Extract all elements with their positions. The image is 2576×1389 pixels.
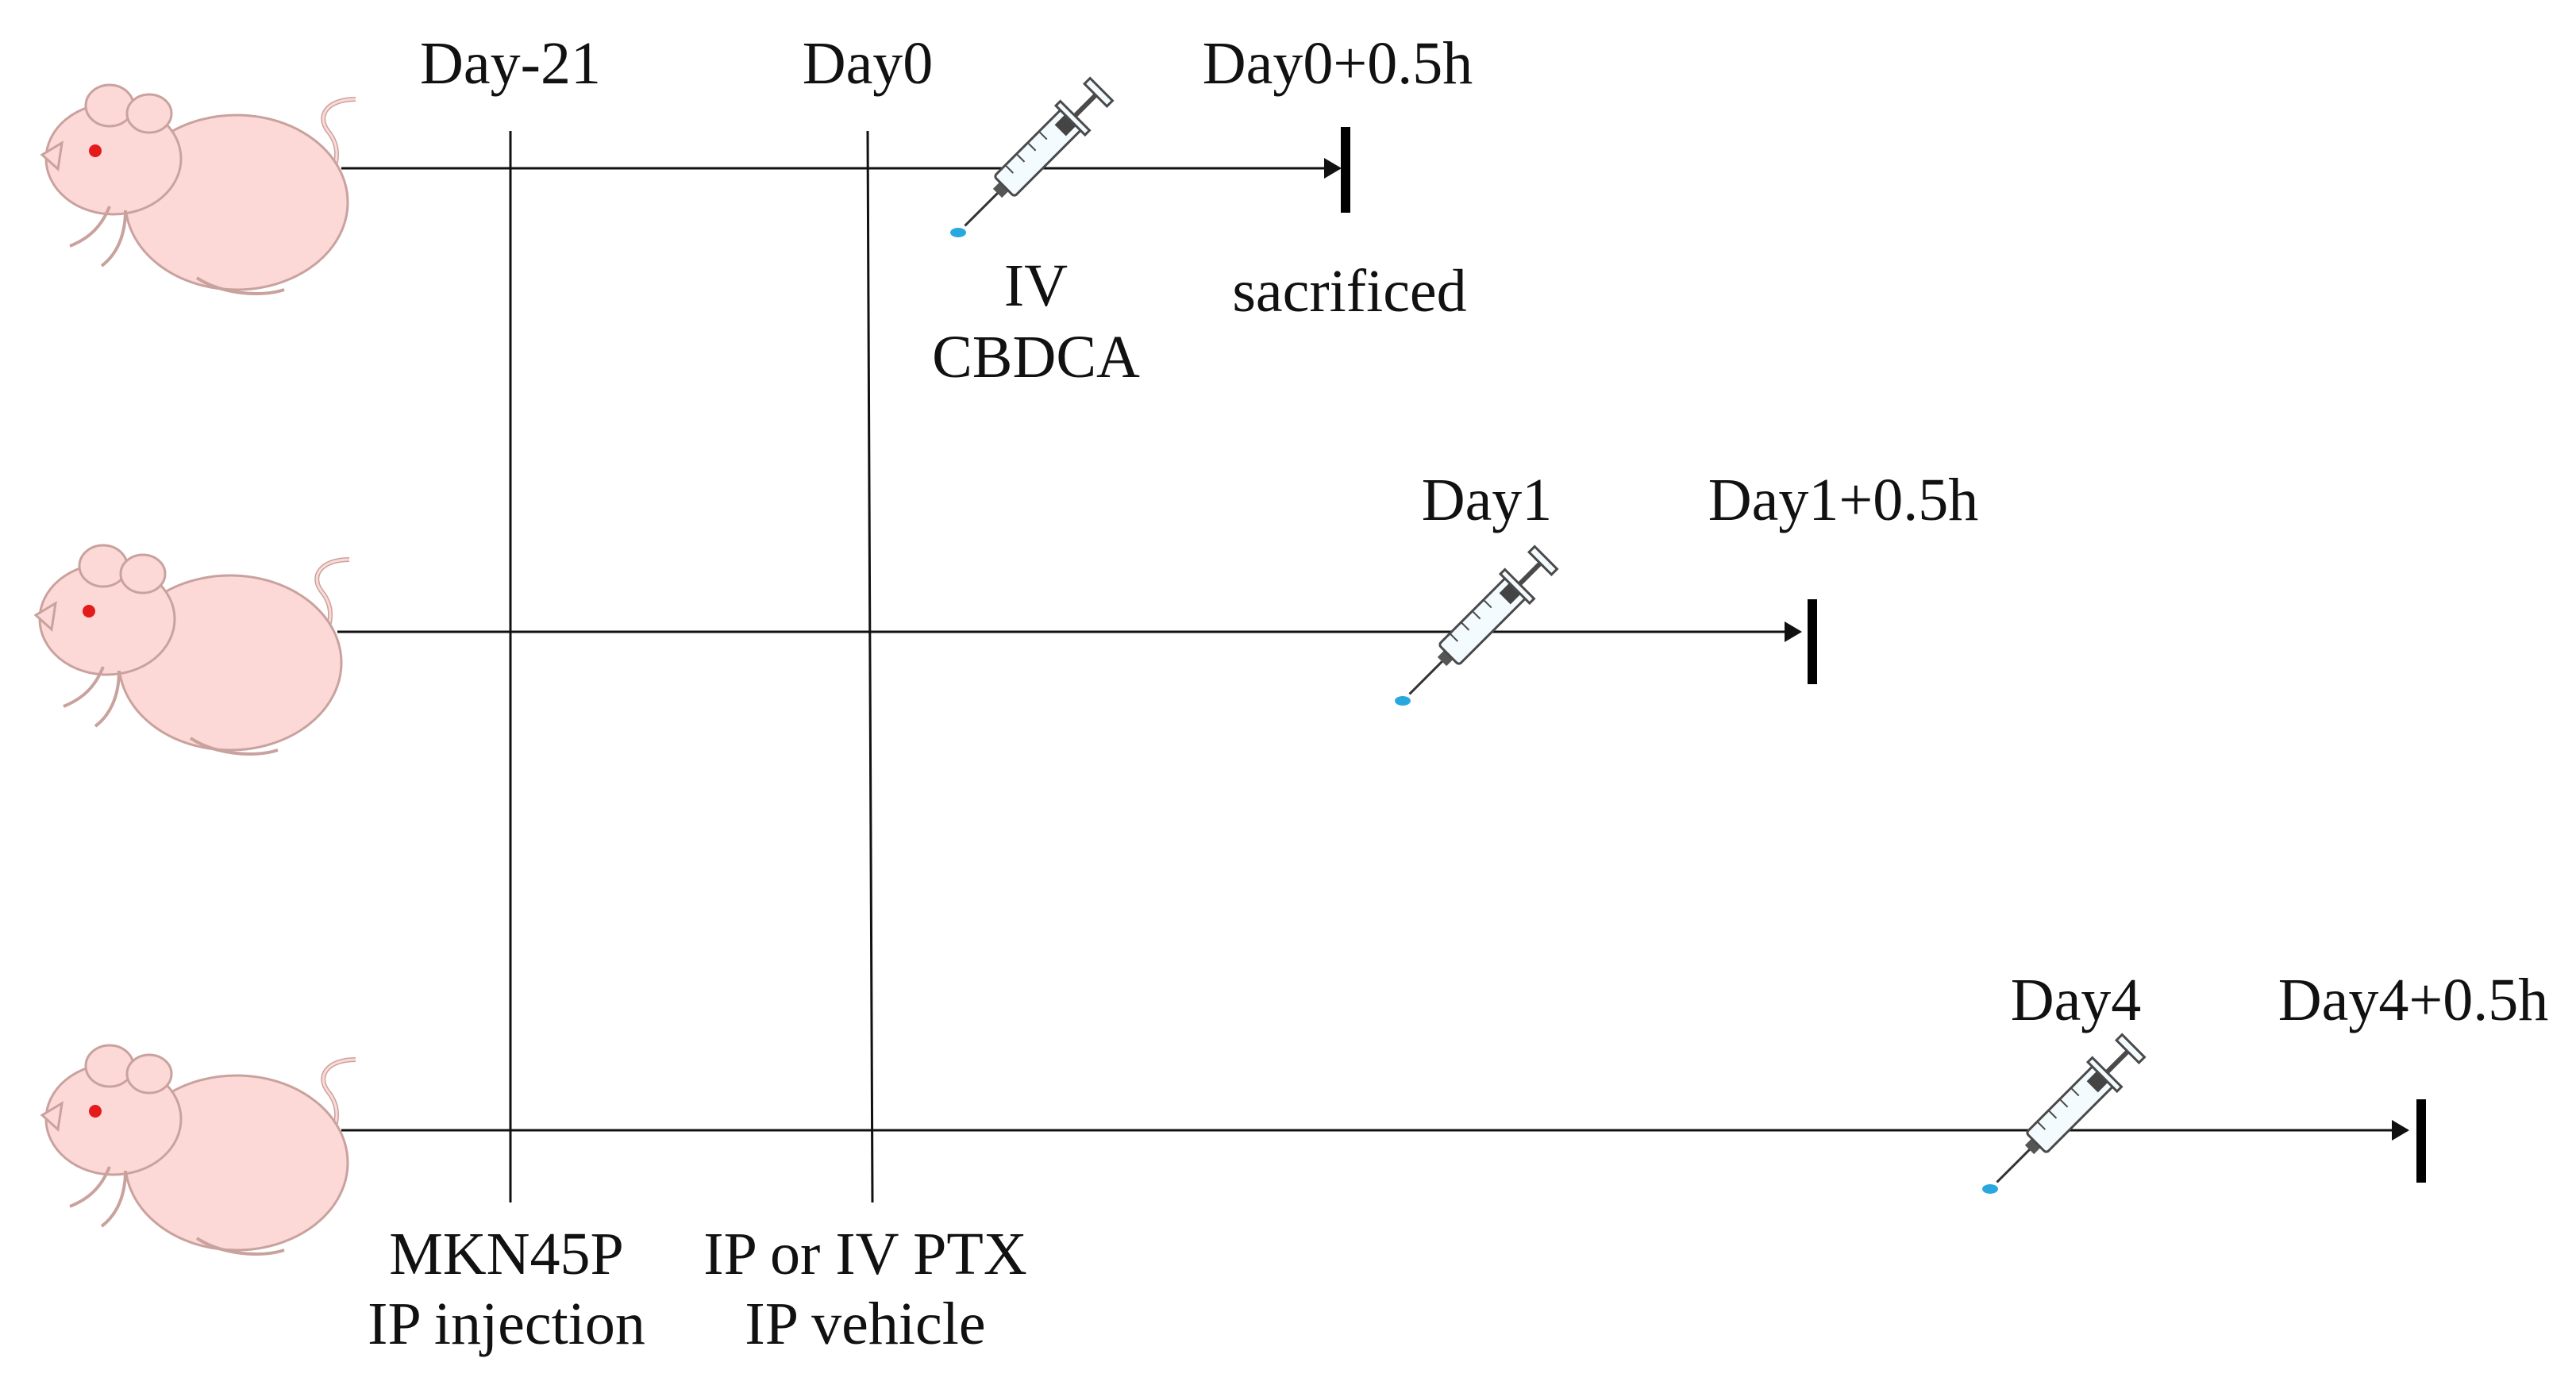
- label-ip-injection: IP injection: [368, 1291, 645, 1357]
- syringe-icon: [1982, 1031, 2148, 1197]
- label-day4-end: Day4+0.5h: [2278, 967, 2548, 1033]
- syringe-icon: [950, 75, 1116, 240]
- arrowhead-row2: [1785, 621, 1802, 642]
- label-day0: Day0: [803, 30, 934, 97]
- label-cbdca: CBDCA: [932, 324, 1140, 391]
- label-mkn45p: MKN45P: [389, 1221, 624, 1287]
- label-day1: Day1: [1422, 467, 1553, 533]
- syringe-icon: [1395, 543, 1561, 709]
- label-day0-end: Day0+0.5h: [1203, 30, 1473, 97]
- label-day4: Day4: [2011, 967, 2142, 1033]
- label-ip-vehicle: IP vehicle: [745, 1291, 985, 1357]
- label-sacrificed: sacrificed: [1232, 258, 1466, 325]
- arrowhead-row3: [2392, 1120, 2409, 1141]
- label-ptx: IP or IV PTX: [703, 1221, 1026, 1287]
- arrowhead-row1: [1324, 158, 1342, 179]
- mouse-icon: [36, 545, 349, 754]
- label-iv: IV: [1004, 252, 1068, 319]
- mouse-icon: [42, 85, 356, 294]
- label-day-minus21: Day-21: [420, 30, 601, 97]
- label-day1-end: Day1+0.5h: [1708, 467, 1978, 533]
- day0-guide: [866, 130, 874, 1203]
- mouse-icon: [42, 1045, 356, 1254]
